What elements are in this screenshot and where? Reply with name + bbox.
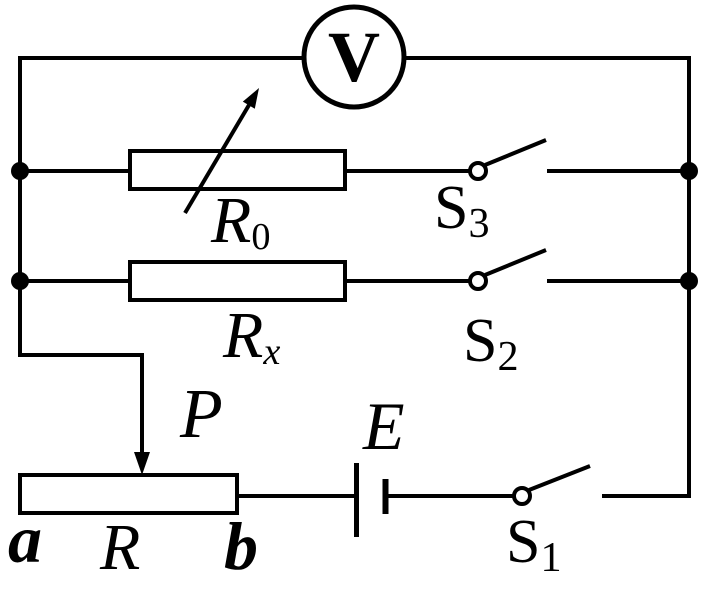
rheostat-body <box>18 473 239 515</box>
resistor-r0-label: R0 <box>211 188 270 257</box>
rx-subscript: x <box>263 330 281 373</box>
rx-base: R <box>223 299 264 372</box>
switch-s1-label: S1 <box>506 508 562 579</box>
s3-subscript: 3 <box>468 200 490 248</box>
resistor-rx-body <box>128 260 347 302</box>
switch-s2-pivot <box>468 271 488 291</box>
r0-subscript: 0 <box>251 215 271 258</box>
voltmeter-letter: V <box>328 16 380 97</box>
wire-right-rail <box>405 56 691 498</box>
switch-s1-lever <box>528 464 591 492</box>
voltmeter-body <box>301 4 407 110</box>
wiper-label: P <box>180 376 223 453</box>
rheostat-terminal-a-label: a <box>8 501 42 577</box>
variable-arrow-shaft <box>183 103 251 215</box>
resistor-r0-body <box>128 149 347 191</box>
s2-base: S <box>463 307 498 375</box>
rheostat-label: R <box>100 511 141 584</box>
rheostat-terminal-b-label: b <box>224 508 258 584</box>
switch-s3-pivot <box>468 161 488 181</box>
junction-dot-left-top <box>11 162 29 180</box>
switch-s3-label: S3 <box>434 174 490 245</box>
wire-left-rail <box>18 56 303 456</box>
s2-subscript: 2 <box>497 333 519 381</box>
s3-base: S <box>434 174 469 242</box>
junction-dot-left-bottom <box>11 272 29 290</box>
switch-s2-lever <box>484 248 547 277</box>
resistor-rx-label: Rx <box>223 303 280 372</box>
wiper-arrow-head-icon <box>134 452 150 475</box>
s1-base: S <box>506 508 541 576</box>
s1-subscript: 1 <box>540 534 562 582</box>
battery-label: E <box>363 388 405 464</box>
voltmeter-symbol: V <box>304 7 404 107</box>
variable-arrow-head-icon <box>242 88 259 109</box>
r0-base: R <box>211 184 252 257</box>
junction-dot-right-top <box>680 162 698 180</box>
switch-s3-lever <box>484 138 547 167</box>
switch-s2-label: S2 <box>463 307 519 378</box>
switch-s1-pivot <box>512 486 532 506</box>
junction-dot-right-bottom <box>680 272 698 290</box>
